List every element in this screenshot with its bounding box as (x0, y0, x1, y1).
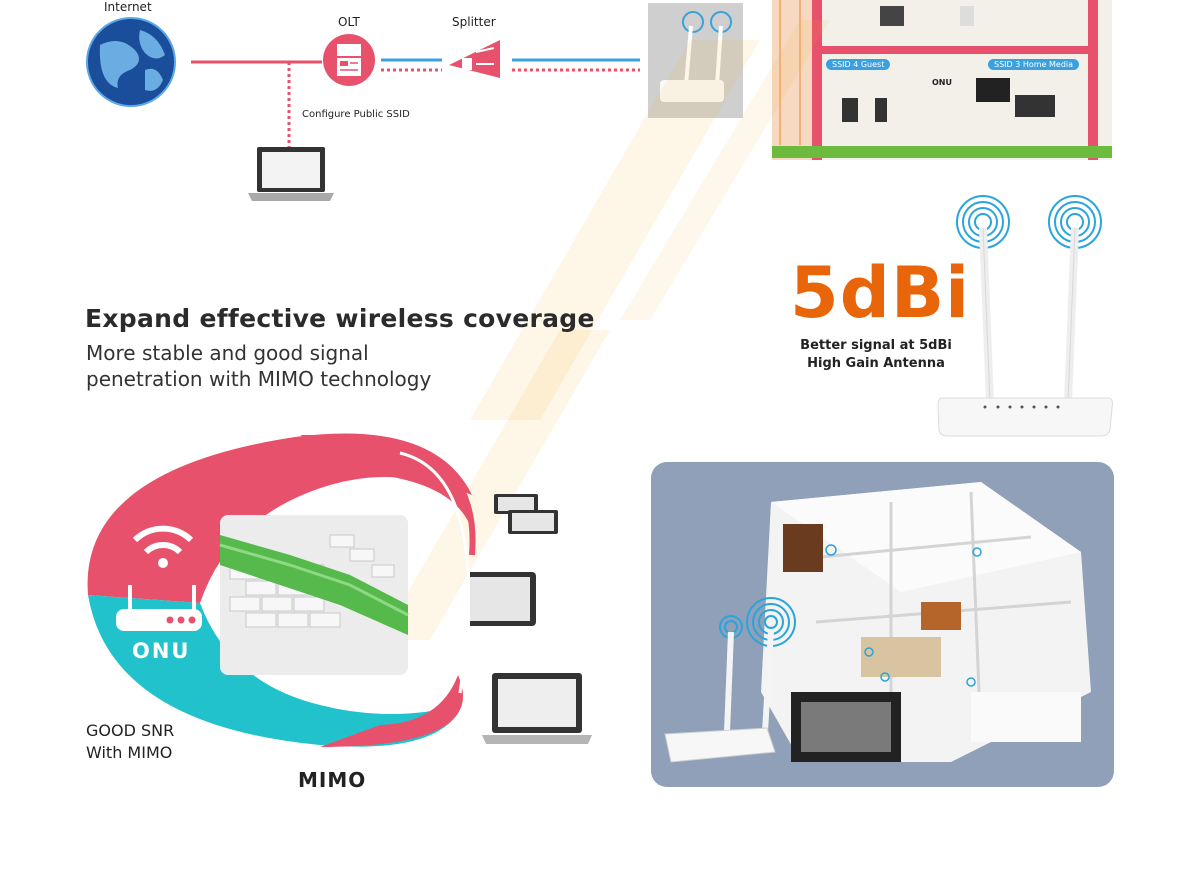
onu-router-thumbnail-icon (648, 3, 743, 118)
olt-label: OLT (338, 15, 360, 29)
ssid-guest-tag: SSID 4 Guest (826, 59, 891, 70)
house-illustration (772, 0, 1112, 160)
apartment-coverage-card (651, 462, 1114, 787)
antenna-note: Better signal at 5dBi High Gain Antenna (782, 337, 970, 373)
snr-line-1: GOOD SNR (86, 721, 175, 740)
internet-label: Internet (104, 0, 152, 14)
laptop-icon (248, 147, 334, 201)
mimo-illustration: ONU (80, 425, 500, 760)
splitter-icon (449, 40, 500, 79)
antenna-router-illustration (930, 190, 1130, 440)
antenna-note-line-2: High Gain Antenna (807, 356, 945, 371)
laptop-icon (482, 673, 592, 744)
onu-router-icon (116, 525, 202, 631)
topology-diagram: Internet OLT Splitter Configure Public S… (0, 0, 1200, 220)
internet-globe-icon (86, 17, 176, 107)
house-onu-label: ONU (932, 78, 952, 87)
coverage-line-2: penetration with MIMO technology (86, 367, 432, 391)
tablet-icon (470, 572, 536, 626)
configure-ssid-label: Configure Public SSID (302, 109, 410, 120)
mimo-label: MIMO (298, 768, 367, 792)
onu-label: ONU (132, 639, 191, 663)
snr-line-2: With MIMO (86, 743, 173, 762)
ssid-home-tag: SSID 3 Home Media (988, 59, 1080, 70)
phone-icon (494, 494, 558, 534)
coverage-headline: Expand effective wireless coverage (85, 304, 595, 333)
snr-text: GOOD SNR With MIMO (86, 720, 174, 764)
antenna-gain-value: 5dBi (790, 252, 971, 334)
client-devices (470, 494, 592, 744)
coverage-line-1: More stable and good signal (86, 341, 369, 365)
splitter-label: Splitter (452, 15, 496, 29)
olt-icon (323, 34, 375, 86)
antenna-note-line-1: Better signal at 5dBi (800, 338, 952, 353)
